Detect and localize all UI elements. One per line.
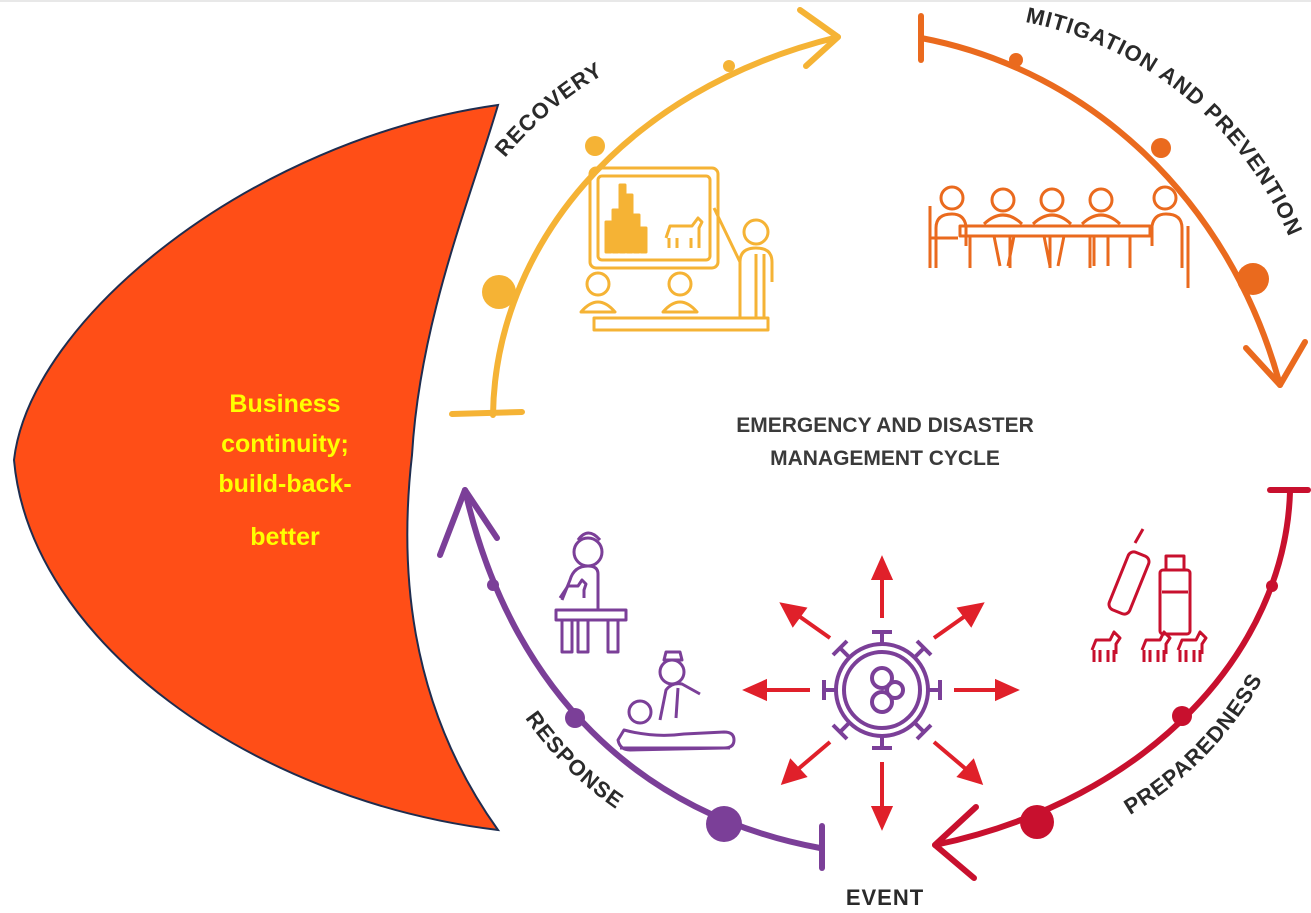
recovery-arrowhead [797, 7, 841, 69]
preparedness-label: PREPAREDNESS [1120, 669, 1268, 820]
recovery-start-bar [449, 409, 525, 417]
preparedness-dot-large [1020, 805, 1054, 839]
event-label: EVENT [846, 885, 924, 910]
event-arrow-down-left [795, 740, 832, 772]
event-arrows [742, 555, 1020, 831]
response-dot-small [487, 579, 499, 591]
callout-shape [12, 103, 501, 832]
vet-exam-icon [554, 531, 628, 654]
response-arrowhead [437, 487, 500, 558]
recovery-arc [449, 7, 841, 418]
mitigation-dot-large [1237, 263, 1269, 295]
event-arrow-up-left [794, 612, 832, 640]
callout-line-2: continuity; [221, 430, 349, 458]
mitigation-arrowhead [1243, 339, 1308, 388]
meeting-table-icon [928, 185, 1190, 288]
callout-line-4: better [250, 523, 320, 551]
recovery-dot-small [723, 60, 735, 72]
response-dot-medium [565, 708, 585, 728]
supplies-and-dogs-icon [1090, 528, 1208, 662]
recovery-dot-large [482, 275, 516, 309]
preparedness-dot-small [1266, 580, 1278, 592]
mitigation-arc [918, 13, 1308, 388]
callout-line-1: Business [229, 390, 340, 418]
callout-text: Business continuity; build-back- better [218, 390, 351, 551]
callout-line-3: build-back- [218, 470, 351, 498]
virus-icon [822, 630, 942, 750]
center-title-line2: MANAGEMENT CYCLE [770, 447, 1000, 470]
event-arrow-up-right [932, 612, 970, 640]
mitigation-dot-small [1009, 53, 1023, 67]
training-presentation-icon [579, 166, 774, 332]
recovery-dot-medium [585, 136, 605, 156]
preparedness-dot-medium [1172, 706, 1192, 726]
mitigation-dot-medium [1151, 138, 1171, 158]
preparedness-arrowhead [932, 804, 979, 881]
response-arc [437, 487, 825, 871]
mitigation-label: MITIGATION AND PREVENTION [1024, 2, 1308, 239]
preparedness-arc [932, 487, 1311, 881]
patient-treatment-icon [616, 650, 736, 752]
response-dot-large [706, 806, 742, 842]
event-arrow-down-right [932, 740, 969, 772]
center-title-line1: EMERGENCY AND DISASTER [736, 414, 1034, 437]
